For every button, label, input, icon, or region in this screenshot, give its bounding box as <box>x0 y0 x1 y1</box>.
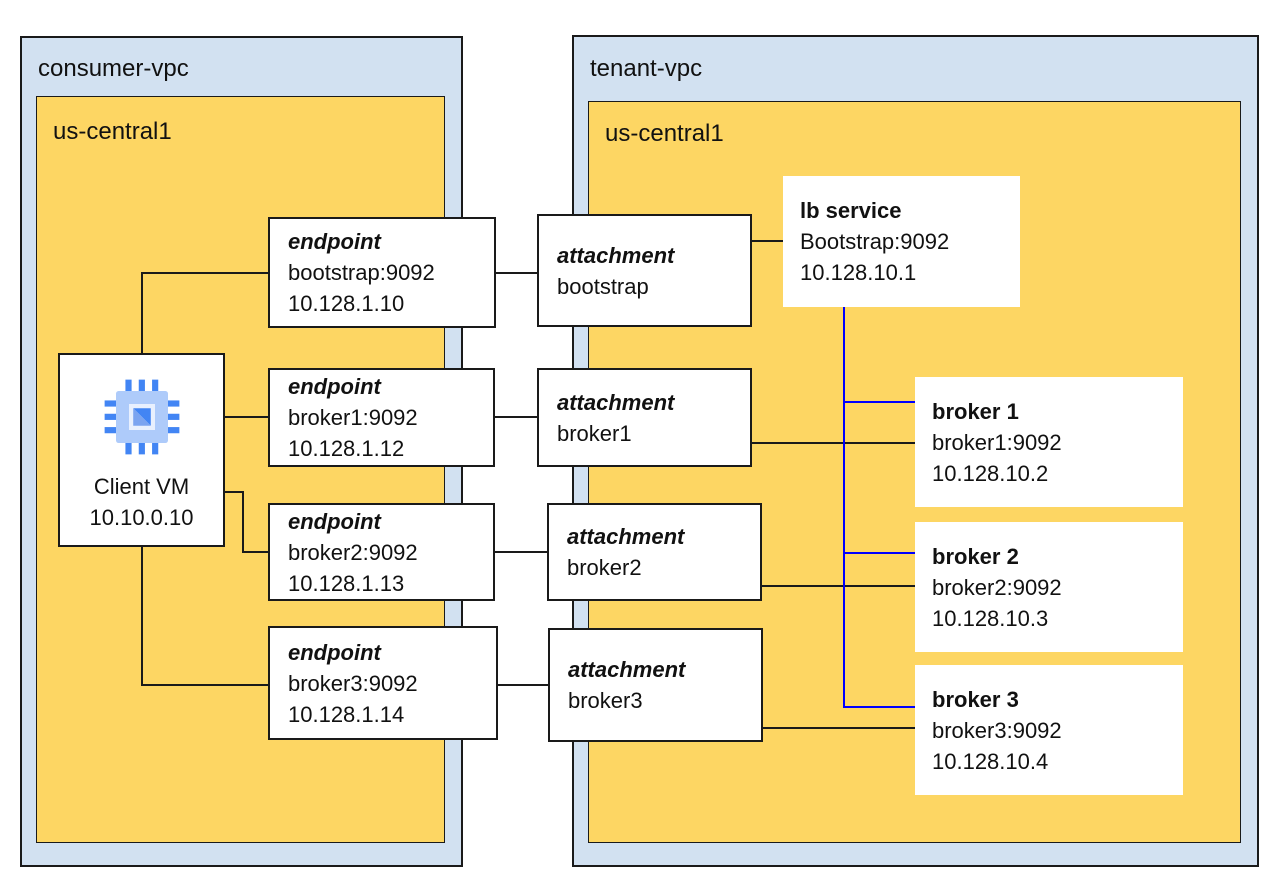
connector-endpoint-attachment-broker1 <box>495 416 537 418</box>
broker1-box: broker 1 broker1:9092 10.128.10.2 <box>915 377 1183 507</box>
endpoint-ip: 10.128.1.12 <box>288 436 405 461</box>
connector-attachment-broker2 <box>762 585 915 587</box>
endpoint-title: endpoint <box>288 508 381 534</box>
endpoint-box-broker1: endpoint broker1:9092 10.128.1.12 <box>268 368 495 467</box>
endpoint-box-bootstrap: endpoint bootstrap:9092 10.128.1.10 <box>268 217 496 328</box>
endpoint-title: endpoint <box>288 374 381 399</box>
attachment-box-broker1: attachment broker1 <box>537 368 752 467</box>
broker-title: broker 1 <box>932 398 1019 424</box>
broker-ip: 10.128.10.2 <box>932 460 1049 486</box>
attachment-title: attachment <box>568 657 686 682</box>
broker-service: broker1:9092 <box>932 429 1062 455</box>
attachment-box-broker3: attachment broker3 <box>548 628 763 742</box>
endpoint-box-broker2: endpoint broker2:9092 10.128.1.13 <box>268 503 495 601</box>
connector-vm-endpoint-bootstrap-v <box>141 272 143 354</box>
endpoint-service: bootstrap:9092 <box>288 260 435 285</box>
connector-attachment-broker3 <box>763 727 915 729</box>
connector-vm-endpoint-broker3-v <box>141 547 143 686</box>
client-vm-ip: 10.10.0.10 <box>89 505 194 530</box>
endpoint-service: broker3:9092 <box>288 670 418 696</box>
connector-attachment-broker1 <box>752 442 915 444</box>
endpoint-service: broker2:9092 <box>288 539 418 565</box>
endpoint-ip: 10.128.1.10 <box>288 291 405 316</box>
connector-vm-endpoint-bootstrap-h <box>141 272 268 274</box>
broker-ip: 10.128.10.3 <box>932 605 1049 631</box>
attachment-title: attachment <box>567 524 685 549</box>
attachment-box-broker2: attachment broker2 <box>547 503 762 601</box>
connector-endpoint-attachment-bootstrap <box>496 272 537 274</box>
lb-broker-trunk-line <box>843 307 845 708</box>
endpoint-ip: 10.128.1.13 <box>288 570 405 596</box>
broker-title: broker 2 <box>932 543 1019 569</box>
connector-endpoint-attachment-broker3 <box>498 684 548 686</box>
broker2-box: broker 2 broker2:9092 10.128.10.3 <box>915 522 1183 652</box>
broker-ip: 10.128.10.4 <box>932 748 1049 774</box>
lb-broker1-branch-line <box>843 401 915 403</box>
attachment-name-text: broker2 <box>567 555 642 580</box>
lb-service-ip: 10.128.10.1 <box>800 260 917 285</box>
attachment-name-text: broker3 <box>568 688 643 713</box>
compute-engine-chip-icon <box>104 379 179 455</box>
broker-service: broker2:9092 <box>932 574 1062 600</box>
attachment-name-text: broker1 <box>557 420 632 446</box>
consumer-vpc-label: consumer-vpc <box>38 55 189 82</box>
lb-service-service: Bootstrap:9092 <box>800 229 950 254</box>
client-vm-name: Client VM <box>93 474 190 499</box>
broker-service: broker3:9092 <box>932 717 1062 743</box>
lb-service-box: lb service Bootstrap:9092 10.128.10.1 <box>783 176 1020 307</box>
endpoint-ip: 10.128.1.14 <box>288 701 405 727</box>
lb-broker2-branch-line <box>843 552 915 554</box>
connector-vm-endpoint-broker2-v <box>242 491 244 553</box>
broker-title: broker 3 <box>932 686 1019 712</box>
connector-attachment-lb-service <box>752 240 783 242</box>
tenant-region-label: us-central1 <box>605 120 724 147</box>
client-vm-box: Client VM 10.10.0.10 <box>58 353 225 547</box>
attachment-title: attachment <box>557 242 675 268</box>
consumer-region-label: us-central1 <box>53 118 172 145</box>
attachment-box-bootstrap: attachment bootstrap <box>537 214 752 327</box>
connector-vm-endpoint-broker1 <box>225 416 268 418</box>
connector-vm-endpoint-broker3-h <box>141 684 268 686</box>
endpoint-service: broker1:9092 <box>288 405 418 430</box>
attachment-title: attachment <box>557 389 675 415</box>
connector-vm-endpoint-broker2-h1 <box>225 491 244 493</box>
endpoint-title: endpoint <box>288 639 381 665</box>
connector-vm-endpoint-broker2-h2 <box>242 551 268 553</box>
attachment-name-text: bootstrap <box>557 273 649 299</box>
connector-endpoint-attachment-broker2 <box>495 551 547 553</box>
lb-service-title: lb service <box>800 198 902 223</box>
endpoint-title: endpoint <box>288 229 381 254</box>
lb-broker3-branch-line <box>843 706 915 708</box>
tenant-vpc-label: tenant-vpc <box>590 55 703 82</box>
endpoint-box-broker3: endpoint broker3:9092 10.128.1.14 <box>268 626 498 740</box>
broker3-box: broker 3 broker3:9092 10.128.10.4 <box>915 665 1183 795</box>
